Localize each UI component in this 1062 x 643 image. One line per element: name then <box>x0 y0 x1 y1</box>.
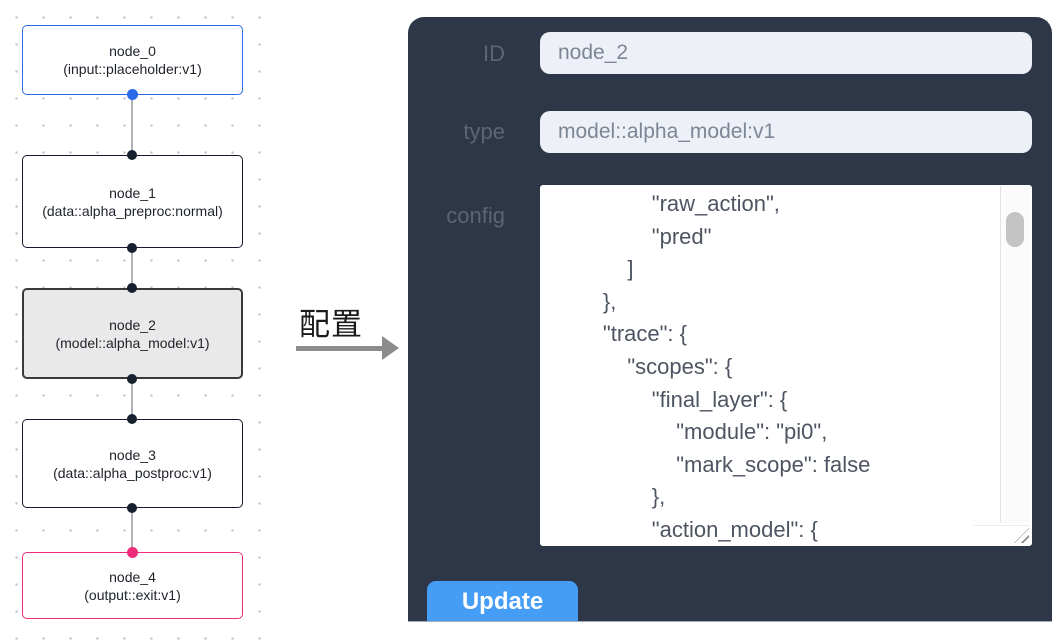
node-title: node_0 <box>109 43 156 59</box>
flow-canvas[interactable]: node_0 (input::placeholder:v1) node_1 (d… <box>0 0 272 643</box>
node-subtitle: (output::exit:v1) <box>84 586 181 603</box>
node-subtitle: (data::alpha_preproc:normal) <box>42 202 223 219</box>
type-input[interactable] <box>540 111 1032 153</box>
node-subtitle: (input::placeholder:v1) <box>63 61 202 77</box>
flow-node-node0[interactable]: node_0 (input::placeholder:v1) <box>22 25 243 95</box>
update-button-label: Update <box>461 588 544 615</box>
edge-node0-node1[interactable] <box>131 94 133 155</box>
node-title: node_1 <box>109 184 156 201</box>
flow-node-node4[interactable]: node_4 (output::exit:v1) <box>22 552 243 619</box>
node-title: node_2 <box>109 316 156 333</box>
node-title: node_3 <box>109 446 156 463</box>
node-subtitle: (model::alpha_model:v1) <box>55 334 210 351</box>
id-input[interactable] <box>540 32 1032 74</box>
config-editor: "raw_action", "pred" ] }, "trace": { "sc… <box>540 185 1032 546</box>
edge-node2-node3[interactable] <box>131 379 133 419</box>
node2-output-handle[interactable] <box>127 374 137 384</box>
node-subtitle: (data::alpha_postproc:v1) <box>53 464 212 481</box>
arrow-right-icon <box>296 346 384 351</box>
config-scrollbar-track[interactable] <box>1000 186 1029 523</box>
configure-annotation-label: 配置 <box>299 307 363 342</box>
config-textarea[interactable]: "raw_action", "pred" ] }, "trace": { "sc… <box>540 185 1000 546</box>
edge-node3-node4[interactable] <box>131 508 133 552</box>
node1-input-handle[interactable] <box>127 150 137 160</box>
node4-input-handle[interactable] <box>126 546 138 558</box>
edge-node1-node2[interactable] <box>131 248 133 288</box>
node3-input-handle[interactable] <box>127 414 137 424</box>
panel-canvas[interactable]: ID type config "raw_action", "pred" ] },… <box>390 0 1062 622</box>
resize-grip-icon[interactable] <box>1014 528 1029 543</box>
node-title: node_4 <box>109 568 156 585</box>
id-field-label: ID <box>483 41 505 66</box>
config-scrollbar-thumb[interactable] <box>1006 212 1024 247</box>
node2-input-handle[interactable] <box>127 283 137 293</box>
divider <box>974 525 1030 526</box>
node-config-panel: ID type config "raw_action", "pred" ] },… <box>408 17 1052 622</box>
update-button[interactable]: Update <box>427 581 578 621</box>
config-field-label: config <box>446 203 505 228</box>
type-field-label: type <box>463 119 505 144</box>
node3-output-handle[interactable] <box>127 503 137 513</box>
flow-node-node3[interactable]: node_3 (data::alpha_postproc:v1) <box>22 419 243 508</box>
node1-output-handle[interactable] <box>127 243 137 253</box>
flow-node-node2[interactable]: node_2 (model::alpha_model:v1) <box>22 288 243 379</box>
node0-output-handle[interactable] <box>126 89 138 100</box>
flow-node-node1[interactable]: node_1 (data::alpha_preproc:normal) <box>22 155 243 248</box>
